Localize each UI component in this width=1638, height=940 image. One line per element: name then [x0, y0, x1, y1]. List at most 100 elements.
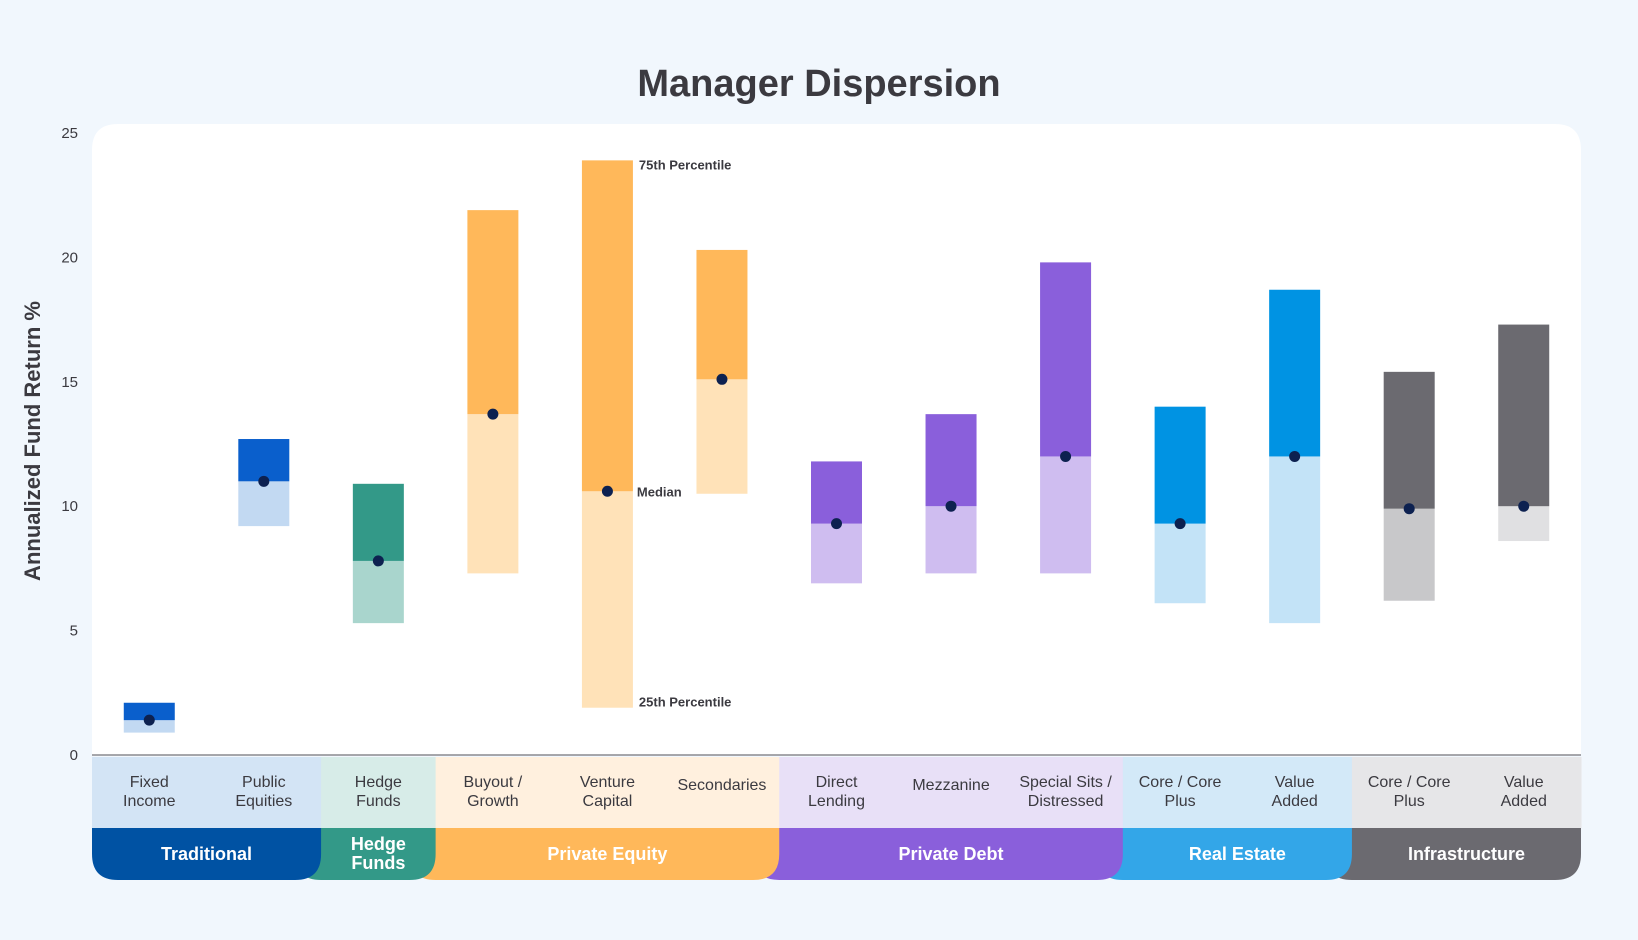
bar-lower-quartile: [1498, 506, 1550, 542]
category-label: Lending: [808, 793, 865, 810]
category-band: [664, 757, 780, 828]
category-band: [435, 757, 551, 828]
y-tick-label: 0: [70, 747, 78, 764]
category-band: [893, 757, 1009, 828]
annotation-75th: 75th Percentile: [639, 157, 732, 172]
median-marker: [1174, 518, 1186, 530]
category-band: [1466, 757, 1582, 828]
category-band: [1351, 757, 1467, 828]
bar-upper-quartile: [1498, 324, 1550, 507]
bar-upper-quartile: [1154, 406, 1206, 524]
category-label: Buyout /: [464, 774, 523, 791]
bar-upper-quartile: [925, 414, 977, 507]
bar-lower-quartile: [925, 506, 977, 574]
median-marker: [1403, 503, 1415, 515]
bar-upper-quartile: [581, 160, 633, 492]
bar-lower-quartile: [1383, 508, 1435, 601]
category-label: Secondaries: [677, 777, 766, 794]
category-label: Funds: [356, 793, 400, 810]
category-band: [550, 757, 666, 828]
bar-lower-quartile: [352, 560, 404, 624]
category-label: Capital: [583, 793, 633, 810]
y-tick-label: 10: [61, 498, 78, 515]
category-label: Added: [1501, 793, 1547, 810]
category-label: Equities: [235, 793, 292, 810]
category-band: [206, 757, 322, 828]
category-label: Plus: [1394, 793, 1425, 810]
bar-upper-quartile: [1383, 371, 1435, 509]
group-label: Real Estate: [1189, 844, 1286, 864]
category-label: Public: [242, 774, 286, 791]
category-band: [1008, 757, 1124, 828]
bar-lower-quartile: [1154, 523, 1206, 604]
bar-lower-quartile: [238, 481, 290, 527]
category-label: Direct: [816, 774, 858, 791]
median-marker: [716, 373, 728, 385]
group-label: Funds: [351, 853, 405, 873]
category-label: Core / Core: [1368, 774, 1451, 791]
bar-lower-quartile: [467, 414, 519, 574]
category-label: Growth: [467, 793, 519, 810]
category-band: [1122, 757, 1238, 828]
category-label: Distressed: [1028, 793, 1104, 810]
category-label: Value: [1504, 774, 1544, 791]
y-axis-label: Annualized Fund Return %: [20, 301, 45, 581]
group-label: Infrastructure: [1408, 844, 1525, 864]
median-marker: [1060, 450, 1072, 462]
median-marker: [1518, 500, 1530, 512]
group-pill: [92, 828, 322, 880]
y-tick-label: 15: [61, 374, 78, 391]
bar-upper-quartile: [696, 249, 748, 380]
bar-upper-quartile: [811, 461, 862, 524]
annotation-25th: 25th Percentile: [639, 695, 732, 710]
y-tick-label: 25: [61, 125, 78, 142]
median-marker: [945, 500, 957, 512]
group-pill: [409, 828, 780, 880]
bar-upper-quartile: [1040, 262, 1092, 457]
group-label: Hedge: [351, 834, 406, 854]
group-pill: [1096, 828, 1352, 880]
group-pill: [295, 828, 436, 880]
bar-lower-quartile: [696, 379, 748, 494]
group-label: Private Debt: [899, 844, 1004, 864]
bar-upper-quartile: [238, 439, 290, 482]
bar-upper-quartile: [123, 702, 175, 721]
category-band: [92, 757, 208, 828]
plot-panel: [92, 124, 1581, 755]
bar-upper-quartile: [352, 483, 404, 561]
median-marker: [601, 485, 613, 497]
bar-lower-quartile: [811, 523, 862, 584]
group-label: Traditional: [161, 844, 252, 864]
median-marker: [831, 518, 842, 530]
median-marker: [372, 555, 384, 567]
bar-lower-quartile: [581, 491, 633, 708]
category-label: Venture: [580, 774, 635, 791]
group-label: Private Equity: [547, 844, 667, 864]
group-pill: [1325, 828, 1581, 880]
category-label: Income: [123, 793, 176, 810]
group-pill: [753, 828, 1123, 880]
category-band: [321, 757, 437, 828]
y-tick-label: 5: [70, 623, 78, 640]
median-marker: [1289, 450, 1301, 462]
category-label: Value: [1275, 774, 1315, 791]
category-band: [1237, 757, 1353, 828]
category-band: [779, 757, 895, 828]
category-label: Hedge: [355, 774, 402, 791]
category-label: Core / Core: [1139, 774, 1222, 791]
chart-title: Manager Dispersion: [637, 63, 1000, 105]
category-label: Added: [1272, 793, 1318, 810]
median-marker: [258, 475, 270, 487]
bar-lower-quartile: [123, 720, 175, 733]
median-marker: [143, 714, 155, 726]
bar-upper-quartile: [1269, 289, 1321, 457]
bar-upper-quartile: [467, 210, 519, 415]
y-tick-label: 20: [61, 249, 78, 266]
category-label: Fixed: [130, 774, 169, 791]
bar-lower-quartile: [1040, 456, 1092, 574]
